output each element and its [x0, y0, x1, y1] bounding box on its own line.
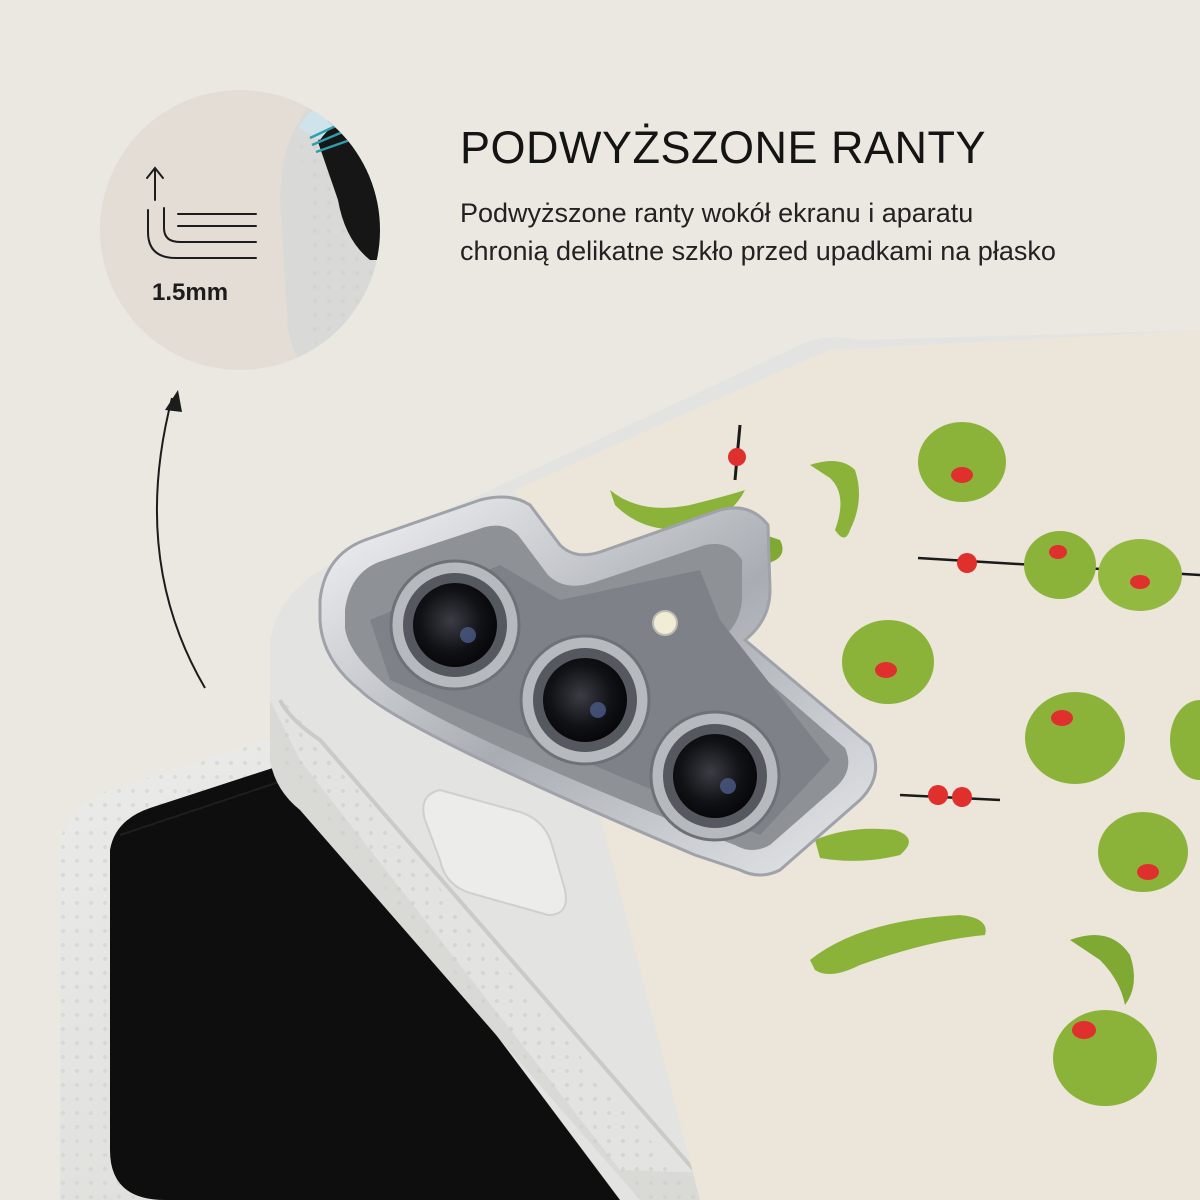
measurement-label: 1.5mm	[152, 279, 229, 306]
olive-illustration	[1098, 812, 1188, 892]
olive-illustration	[1053, 1010, 1157, 1106]
volume-button	[422, 788, 567, 917]
olive-illustration	[1098, 539, 1182, 611]
pepper-illustration	[810, 915, 986, 974]
camera-lens	[519, 634, 651, 766]
camera-module	[318, 495, 878, 877]
camera-lens	[389, 559, 521, 691]
olive-illustration	[1025, 692, 1125, 784]
pepper-illustration	[1070, 935, 1134, 1005]
camera-lens	[649, 710, 781, 842]
olive-illustration	[918, 422, 1006, 502]
olive-illustration	[1170, 700, 1200, 780]
feature-title: PODWYŻSZONE RANTY	[460, 122, 987, 173]
detail-magnifier	[100, 90, 380, 370]
pepper-illustration	[815, 828, 909, 861]
flash-icon	[652, 610, 678, 636]
curved-arrow-icon	[156, 390, 206, 689]
feature-description-line: chronią delikatne szkło przed upadkami n…	[460, 236, 1056, 266]
pepper-illustration	[810, 461, 859, 538]
feature-description: Podwyższone ranty wokół ekranu i aparatu…	[460, 194, 1180, 270]
olive-illustration	[1024, 531, 1096, 599]
raised-edge-icon	[146, 166, 257, 259]
olive-illustration	[842, 620, 934, 704]
feature-description-line: Podwyższone ranty wokół ekranu i aparatu	[460, 198, 974, 228]
